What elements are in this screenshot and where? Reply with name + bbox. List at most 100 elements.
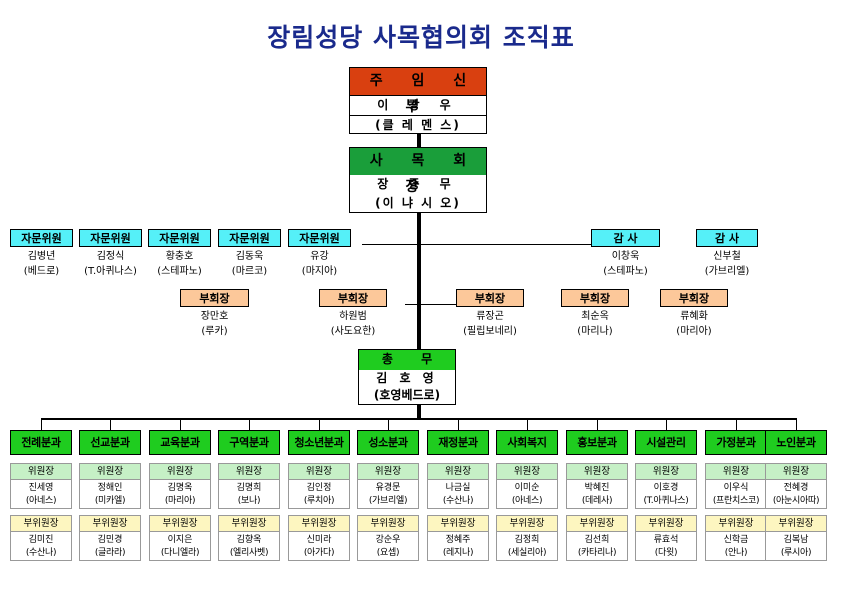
chair-name: 진세영 [28,483,54,493]
committee-chair-card: 위원장 나금실 (수산나) [427,463,489,509]
vice-chair-role: 부회장 [319,289,387,307]
advisor-3: 자문위원 황충호 (스테파노) [148,229,211,279]
chair-name: 이호경 [653,483,679,493]
vice-chair-1: 부회장 장만호 (루카) [180,289,249,339]
chair-label: 위원장 [150,464,210,480]
vice-chair-baptism: (필립보네리) [463,326,517,337]
chairman-role: 사 목 회 장 [350,148,486,195]
committee-vice-card: 부위원장 김미진 (수산나) [10,515,72,561]
vice-name: 신학금 [723,535,749,545]
vice-baptism: (다니엘라) [160,548,200,558]
committee-drop-line [388,419,389,430]
vice-chair-role: 부회장 [456,289,524,307]
vice-chair-baptism: (루카) [201,326,228,337]
committee-chair-card: 위원장 전혜경 (아눈시아따) [765,463,827,509]
vice-chair-5: 부회장 류혜화 (마리아) [660,289,728,339]
committee-drop-line [41,419,42,430]
chair-baptism: (루치아) [303,496,335,506]
advisor-2: 자문위원 김정식 (T.아퀴나스) [79,229,142,279]
committee-chair-card: 위원장 정해인 (미카엘) [79,463,141,509]
vice-chair-name: 최순옥 [581,311,609,322]
committee-vice-card: 부위원장 김선희 (카타리나) [566,515,628,561]
vice-baptism: (안나) [724,548,748,558]
advisor-name: 김동욱 [235,251,264,262]
advisor-name: 유강 [310,251,329,262]
auditor-name: 신부철 [713,251,741,262]
committee-name: 교육분과 [149,430,211,455]
vice-chair-baptism: (마리나) [577,326,613,337]
vice-baptism: (카타리나) [577,548,617,558]
chair-baptism: (수산나) [442,496,474,506]
chair-label: 위원장 [80,464,140,480]
vice-baptism: (요셉) [376,548,400,558]
committee-name: 홍보분과 [566,430,628,455]
advisor-role: 자문위원 [288,229,351,247]
chair-baptism: (아네스) [511,496,543,506]
secretary-baptism: (호영베드로) [373,388,441,402]
vice-label: 부위원장 [219,516,279,532]
advisor-baptism: (베드로) [23,266,60,277]
committee-drop-line [249,419,250,430]
pastor-role: 주 임 신 부 [350,68,486,115]
committee-vice-card: 부위원장 정혜주 (레지나) [427,515,489,561]
chair-baptism: (프란치스코) [712,496,760,506]
vice-baptism: (수산나) [25,548,57,558]
vice-label: 부위원장 [497,516,557,532]
chair-name: 정해인 [97,483,123,493]
vice-label: 부위원장 [80,516,140,532]
vice-name: 신미라 [306,535,332,545]
chair-baptism: (데레사) [581,496,613,506]
committee-vice-card: 부위원장 신미라 (아가다) [288,515,350,561]
chair-label: 위원장 [428,464,488,480]
vice-label: 부위원장 [636,516,696,532]
vice-chair-2: 부회장 하원범 (사도요한) [319,289,387,339]
vice-baptism: (루시아) [780,548,812,558]
advisor-role: 자문위원 [79,229,142,247]
advisor-name: 김병년 [27,251,56,262]
chair-name: 이미순 [514,483,540,493]
auditor-role: 감 사 [591,229,660,247]
committee-chair-card: 위원장 김인정 (루치아) [288,463,350,509]
vice-chair-role: 부회장 [660,289,728,307]
committee-chair-card: 위원장 이우식 (프란치스코) [705,463,767,509]
vice-baptism: (다윗) [654,548,678,558]
auditor-name: 이창욱 [611,251,640,262]
committee-vice-card: 부위원장 김민경 (글라라) [79,515,141,561]
vice-chair-role: 부회장 [561,289,629,307]
committee-vice-card: 부위원장 김복남 (루시아) [765,515,827,561]
vice-chair-name: 류장곤 [476,311,504,322]
chair-name: 김명희 [236,483,262,493]
committee-chair-card: 위원장 진세영 (아네스) [10,463,72,509]
committee-vice-card: 부위원장 신학금 (안나) [705,515,767,561]
chair-baptism: (가브리엘) [368,496,408,506]
committee-name: 청소년분과 [288,430,350,455]
chair-label: 위원장 [766,464,826,480]
chair-baptism: (마리아) [164,496,196,506]
secretary-role: 총 무 [359,350,455,370]
committee-name: 시설관리 [635,430,697,455]
committee-name: 노인분과 [765,430,827,455]
vice-label: 부위원장 [766,516,826,532]
committee-name: 선교분과 [79,430,141,455]
chair-name: 박혜진 [584,483,610,493]
committee-drop-line [796,419,797,430]
chairman-box: 사 목 회 장 장 종 무 (이 냐 시 오) [349,147,487,213]
advisor-baptism: (마르코) [231,266,268,277]
chair-name: 김명옥 [167,483,193,493]
vice-label: 부위원장 [358,516,418,532]
auditor-baptism: (가브리엘) [704,266,750,277]
vice-baptism: (엘리사벳) [229,548,269,558]
advisor-bar-line [362,244,591,245]
chairman-baptism: (이 냐 시 오) [375,196,461,210]
auditor-2: 감 사 신부철 (가브리엘) [696,229,758,279]
vice-name: 김복남 [783,535,809,545]
advisor-baptism: (스테파노) [157,266,202,277]
page-title: 장림성당 사목협의회 조직표 [267,23,575,52]
auditor-baptism: (스테파노) [603,266,648,277]
chair-name: 이우식 [723,483,749,493]
secretary-name: 김 호 영 [376,371,438,385]
committee-bar-line [41,418,797,420]
committee-chair-card: 위원장 김명옥 (마리아) [149,463,211,509]
committee-chair-card: 위원장 김명희 (보나) [218,463,280,509]
vice-name: 정혜주 [445,535,471,545]
